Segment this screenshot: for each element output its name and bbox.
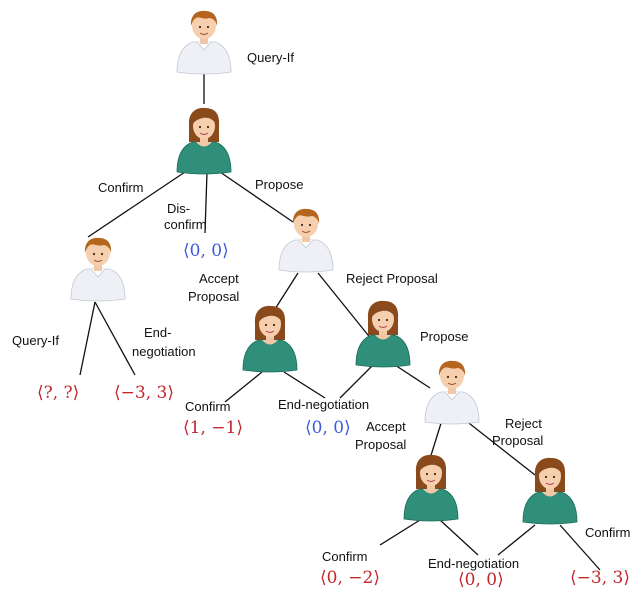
label-end-negotiation: End-negotiation	[278, 397, 369, 412]
edge-end-neg-right	[339, 364, 374, 399]
label-accept-b1: Accept	[366, 419, 406, 434]
label-confirm-3: Confirm	[322, 549, 368, 564]
label-accept-1: Accept	[199, 271, 239, 286]
payoff-end-negotiation-c: ⟨0, 0⟩	[458, 570, 504, 590]
payoff-confirm-c: ⟨−3, 3⟩	[570, 568, 630, 588]
label-propose: Propose	[255, 177, 303, 192]
label-root-query-if: Query-If	[247, 50, 294, 65]
edge-confirm-b	[379, 519, 421, 546]
payoff-confirm-b: ⟨0, −2⟩	[320, 568, 380, 588]
edge-reject	[317, 272, 373, 341]
edge-confirm	[87, 171, 186, 238]
label-reject-b2: Proposal	[492, 433, 543, 448]
label-accept-2: Proposal	[188, 289, 239, 304]
edge-end-neg-b-left	[439, 519, 479, 556]
tree-edges	[79, 72, 601, 571]
label-disconfirm-2: confirm	[164, 217, 207, 232]
woman-avatar-icon	[242, 305, 298, 373]
label-confirm: Confirm	[98, 180, 144, 195]
woman-avatar-icon	[176, 107, 232, 175]
edge-confirm-a	[224, 371, 263, 403]
man-avatar-icon	[176, 10, 232, 75]
label-confirm-2: Confirm	[185, 399, 231, 414]
payoff-end-negotiation-a: ⟨−3, 3⟩	[114, 383, 174, 403]
woman-avatar-icon	[522, 457, 578, 525]
edge-end-neg-left	[283, 371, 326, 399]
edge-disconfirm	[204, 171, 208, 234]
label-end-neg-1: End-	[144, 325, 171, 340]
label-end-neg-2: negotiation	[132, 344, 196, 359]
edge-end-neg-b-right	[497, 524, 536, 556]
label-end-negotiation-2: End-negotiation	[428, 556, 519, 571]
man-avatar-icon	[424, 360, 480, 425]
label-reject: Reject Proposal	[346, 271, 438, 286]
payoff-query-if: ⟨?, ?⟩	[37, 383, 79, 403]
edge-propose-2	[394, 364, 431, 389]
label-reject-b1: Reject	[505, 416, 542, 431]
edge-confirm-c	[559, 524, 601, 571]
label-query-if: Query-If	[12, 333, 59, 348]
edge-propose	[219, 171, 294, 223]
woman-avatar-icon	[355, 300, 411, 368]
payoff-confirm-a: ⟨1, −1⟩	[183, 418, 243, 438]
edge-reject-b	[464, 419, 536, 476]
payoff-end-negotiation-b: ⟨0, 0⟩	[305, 418, 351, 438]
label-propose-2: Propose	[420, 329, 468, 344]
edge-end-negotiation-a	[94, 301, 136, 376]
woman-avatar-icon	[403, 454, 459, 522]
action-labels: Query-If Confirm Dis- confirm Propose Qu…	[12, 50, 631, 571]
label-disconfirm-1: Dis-	[167, 201, 190, 216]
man-avatar-icon	[70, 237, 126, 302]
edge-query-if	[79, 301, 96, 376]
label-confirm-4: Confirm	[585, 525, 631, 540]
payoffs: ⟨0, 0⟩ ⟨?, ?⟩ ⟨−3, 3⟩ ⟨1, −1⟩ ⟨0, 0⟩ ⟨0,…	[37, 241, 630, 590]
label-accept-b2: Proposal	[355, 437, 406, 452]
payoff-disconfirm: ⟨0, 0⟩	[183, 241, 229, 261]
